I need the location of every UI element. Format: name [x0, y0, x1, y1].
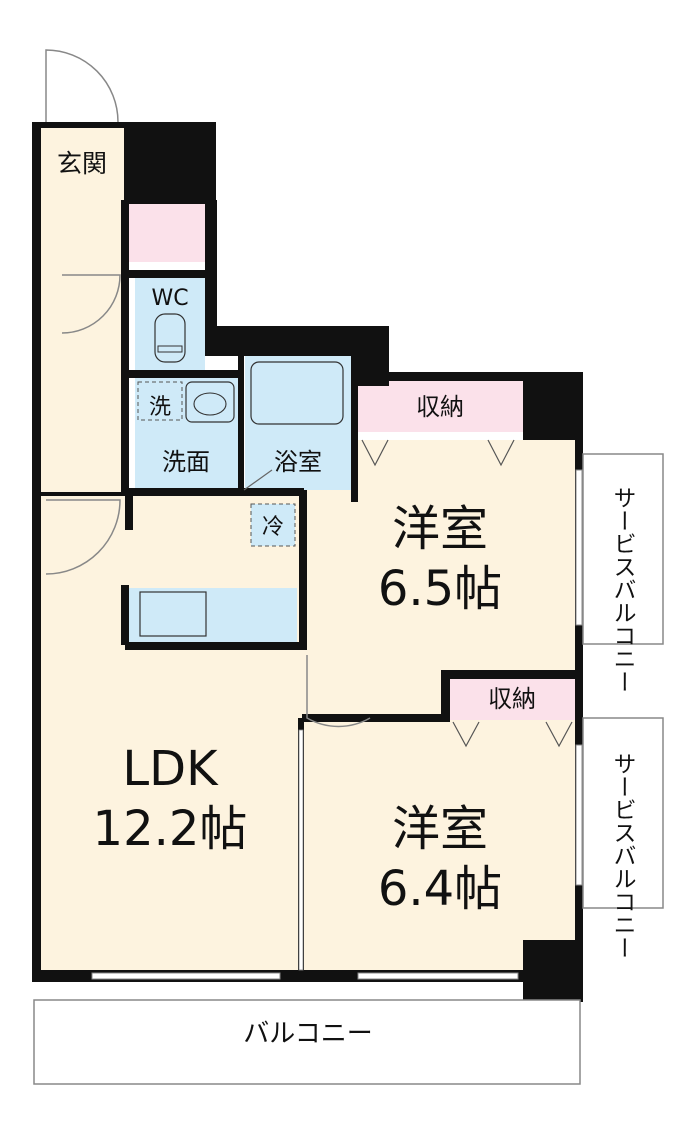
washer-box-icon — [137, 381, 183, 421]
wall — [124, 270, 214, 278]
wall — [125, 642, 305, 650]
sliding-door — [298, 729, 304, 971]
balcony-outline — [33, 999, 581, 1085]
room1-size: 6.5帖 — [378, 561, 502, 617]
wall — [32, 122, 124, 128]
window — [91, 972, 281, 980]
closet-door — [487, 439, 515, 467]
bath-door — [243, 469, 273, 491]
wc-label: WC — [151, 286, 188, 311]
room1-door — [306, 655, 371, 728]
wall — [124, 488, 304, 496]
wall — [441, 670, 581, 679]
service-balcony-2-outline — [582, 717, 664, 909]
balcony-label: バルコニー — [243, 1019, 372, 1049]
storage-top-floor — [124, 200, 208, 262]
yokushitsu-label: 浴室 — [274, 448, 322, 476]
room2-name: 洋室 — [392, 801, 488, 857]
window — [575, 744, 583, 886]
service-balcony-1-label: サービスバルコニー — [609, 486, 636, 693]
wall — [121, 200, 129, 495]
window — [575, 469, 583, 626]
wall — [302, 714, 447, 722]
service-balcony-2-label: サービスバルコニー — [609, 752, 636, 959]
ldk-name: LDK — [122, 741, 219, 797]
wall — [124, 370, 244, 378]
shuno1-floor — [358, 380, 523, 432]
sentaku-label: 洗 — [149, 395, 171, 420]
wall — [351, 372, 358, 502]
wall — [523, 372, 583, 440]
sink-bowl-icon — [193, 392, 227, 416]
wall — [299, 490, 307, 650]
genkan-floor — [40, 125, 124, 200]
shuno1-label: 収納 — [416, 393, 464, 421]
service-balcony-1-outline — [582, 453, 664, 645]
senmen-label: 洗面 — [162, 448, 210, 476]
wall — [125, 495, 133, 530]
room2-floor — [302, 718, 578, 973]
ldk-size: 12.2帖 — [93, 801, 248, 857]
shuno2-label: 収納 — [488, 685, 536, 713]
kitchen-floor — [125, 588, 297, 642]
rei-label: 冷 — [262, 515, 284, 540]
toilet-tank-icon — [157, 345, 183, 353]
room1-name: 洋室 — [392, 501, 488, 557]
wall — [205, 200, 217, 330]
wall — [351, 372, 581, 381]
entrance-door — [45, 49, 119, 123]
wall — [238, 356, 244, 496]
kitchen-sink-icon — [139, 591, 207, 637]
ldk-floor — [40, 495, 302, 973]
corridor-door — [61, 274, 121, 334]
sink-icon — [185, 381, 235, 423]
fridge-box-icon — [250, 503, 296, 547]
shuno2-floor — [450, 678, 576, 720]
wall — [32, 122, 41, 982]
window — [357, 972, 519, 980]
wall — [40, 492, 124, 496]
closet-door — [361, 439, 389, 467]
hall-floor — [302, 650, 447, 720]
wall — [441, 670, 450, 722]
closet-door — [545, 721, 573, 748]
wall — [124, 122, 216, 204]
toilet-icon — [154, 313, 186, 363]
ldk-door — [45, 499, 121, 575]
bathtub-icon — [250, 361, 344, 425]
room2-size: 6.4帖 — [378, 861, 502, 917]
wall — [523, 940, 583, 1002]
genkan-label: 玄関 — [57, 149, 107, 178]
wall — [121, 585, 129, 645]
closet-door — [452, 721, 480, 748]
